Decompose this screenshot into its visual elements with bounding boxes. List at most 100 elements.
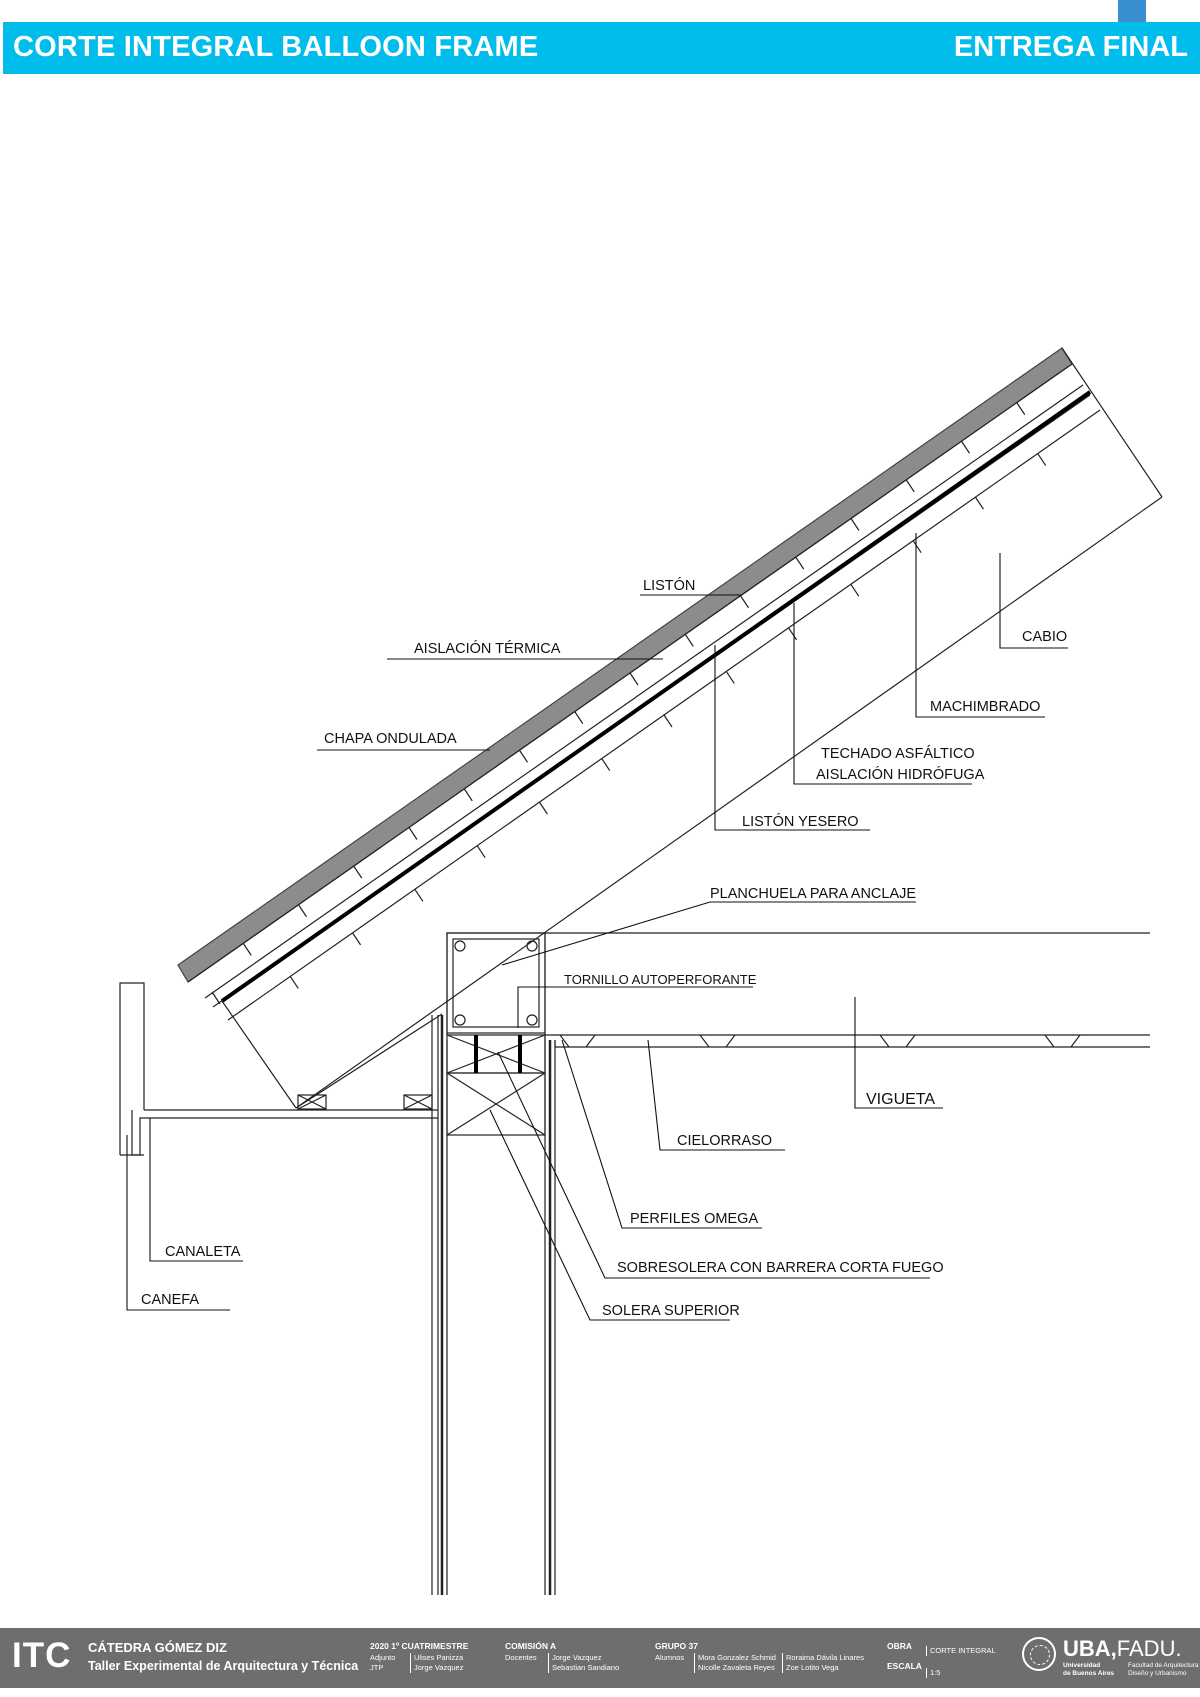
label-chapa-ondulada: CHAPA ONDULADA [324,731,457,747]
machimbrado-tick [289,976,299,989]
machimbrado-tick [663,714,673,728]
stage-label: ENTREGA FINAL [953,31,1188,63]
alumno-4: Zoe Lotito Vega [782,1663,839,1673]
alumnos-label: Alumnos [655,1653,685,1662]
machimbrado-tick [974,496,984,510]
leader-lines [126,533,1068,1321]
adjunto-label: Adjunto [370,1653,396,1662]
machimbrado-ticks [289,453,1047,989]
leader-canefa [126,1135,230,1311]
docentes-label: Docentes [505,1653,537,1662]
itc-logo: ITC [12,1636,72,1675]
header-bar: CORTE INTEGRAL BALLOON FRAME ENTREGA FIN… [3,22,1200,74]
wall-assembly [431,932,556,1595]
leader-tornillo [517,986,753,1028]
leader-planchuela [501,901,916,966]
uni-line-1: Universidad [1063,1662,1101,1669]
leader-machimbrado [915,533,1045,718]
omega-mark [585,1034,596,1048]
comision: COMISIÓN A [505,1641,557,1651]
leader-vigueta [854,997,943,1109]
leader-cielorraso [647,1039,785,1151]
canefa-board [119,982,145,1155]
obra-label: OBRA [887,1641,913,1651]
obra-value: CORTE INTEGRAL [926,1646,996,1656]
title-block-footer: ITC CÁTEDRA GÓMEZ DIZ Taller Experimenta… [0,1628,1200,1688]
leader-solera [489,1109,730,1321]
label-aislacion-termica: AISLACIÓN TÉRMICA [414,640,561,657]
corner-tab [1118,0,1146,24]
leader-canaleta [149,1118,243,1262]
omega-mark [905,1034,916,1048]
solera-superior-box [446,1072,546,1136]
uni-line-2: de Buenos Aires [1063,1670,1115,1677]
omega-mark [725,1034,736,1048]
liston-tick [242,943,252,956]
blocking-cross-1b [297,1094,327,1110]
labels: LISTÓN AISLACIÓN TÉRMICA CABIO CHAPA OND… [141,577,1067,1319]
machimbrado-tick [1037,453,1047,466]
label-machimbrado: MACHIMBRADO [930,699,1040,715]
label-planchuela: PLANCHUELA PARA ANCLAJE [710,886,916,902]
liston-bottom-line [204,384,1084,999]
cabio-bottom-line [295,496,1163,1109]
label-liston: LISTÓN [643,577,695,594]
blocking-box-1 [297,1094,327,1110]
label-cielorraso: CIELORRASO [677,1133,772,1149]
machimbrado-tick [414,888,424,902]
leader-cabio [999,553,1068,649]
jtp-name: Jorge Vazquez [410,1663,463,1673]
label-sobresolera: SOBRESOLERA CON BARRERA CORTA FUEGO [617,1260,944,1276]
label-liston-yesero: LISTÓN YESERO [742,813,859,830]
liston-tick [1016,402,1026,415]
cabio-end-cut [1061,347,1163,498]
sobresolera-cross-b [446,1034,546,1074]
machimbrado-tick [476,845,486,859]
cuatrimestre: 2020 1º CUATRIMESTRE [370,1641,469,1651]
leader-perfiles [561,1039,762,1229]
escala-label: ESCALA [887,1661,922,1671]
fac-line-2: Diseño y Urbanismo [1128,1670,1187,1677]
blocking-cross-2b [403,1094,433,1110]
catedra-name: CÁTEDRA GÓMEZ DIZ [88,1640,227,1655]
label-solera-superior: SOLERA SUPERIOR [602,1303,740,1319]
label-aislacion-hidrofuga: AISLACIÓN HIDRÓFUGA [816,766,985,783]
liston-ticks [242,402,1026,956]
liston-tick [353,865,363,879]
page-title: CORTE INTEGRAL BALLOON FRAME [13,31,539,63]
floor-assembly [545,932,1150,1048]
techado-asfaltico-line [220,390,1092,1003]
escala-value: 1:5 [926,1668,940,1678]
docente-1: Jorge Vazquez [548,1653,601,1663]
chapa-ondulada-band [177,347,1073,983]
liston-tick [740,595,749,609]
alumno-3: Roraima Dávila Linares [782,1653,864,1663]
leader-techado [793,603,972,785]
rebar-circle-4 [526,1014,538,1026]
liston-tick [408,827,418,840]
label-tornillo: TORNILLO AUTOPERFORANTE [564,972,757,987]
machimbrado-tick [788,627,798,641]
leader-sobresolera [497,1051,930,1279]
uba-fadu-logo: UBA,FADU. [1063,1636,1182,1661]
omega-mark [879,1034,890,1048]
eave-end-tick [211,991,221,1005]
label-cabio: CABIO [1022,629,1067,645]
solera-cross-b [446,1072,546,1136]
omega-mark [1070,1034,1081,1048]
rebar-circle-2 [526,940,538,952]
planchuela-inner-box [452,938,540,1028]
machimbrado-tick [352,932,362,946]
machimbrado-tick [850,583,860,597]
brace-line [295,1013,443,1109]
fac-line-1: Facultad de Arquitectura [1128,1662,1199,1669]
machimbrado-tick [725,671,735,684]
omega-mark [1044,1034,1055,1048]
label-vigueta: VIGUETA [866,1091,935,1108]
label-canefa: CANEFA [141,1292,199,1308]
liston-tick [961,440,970,454]
taller-name: Taller Experimental de Arquitectura y Té… [88,1659,359,1673]
liston-tick [684,634,694,647]
liston-tick [629,672,639,686]
